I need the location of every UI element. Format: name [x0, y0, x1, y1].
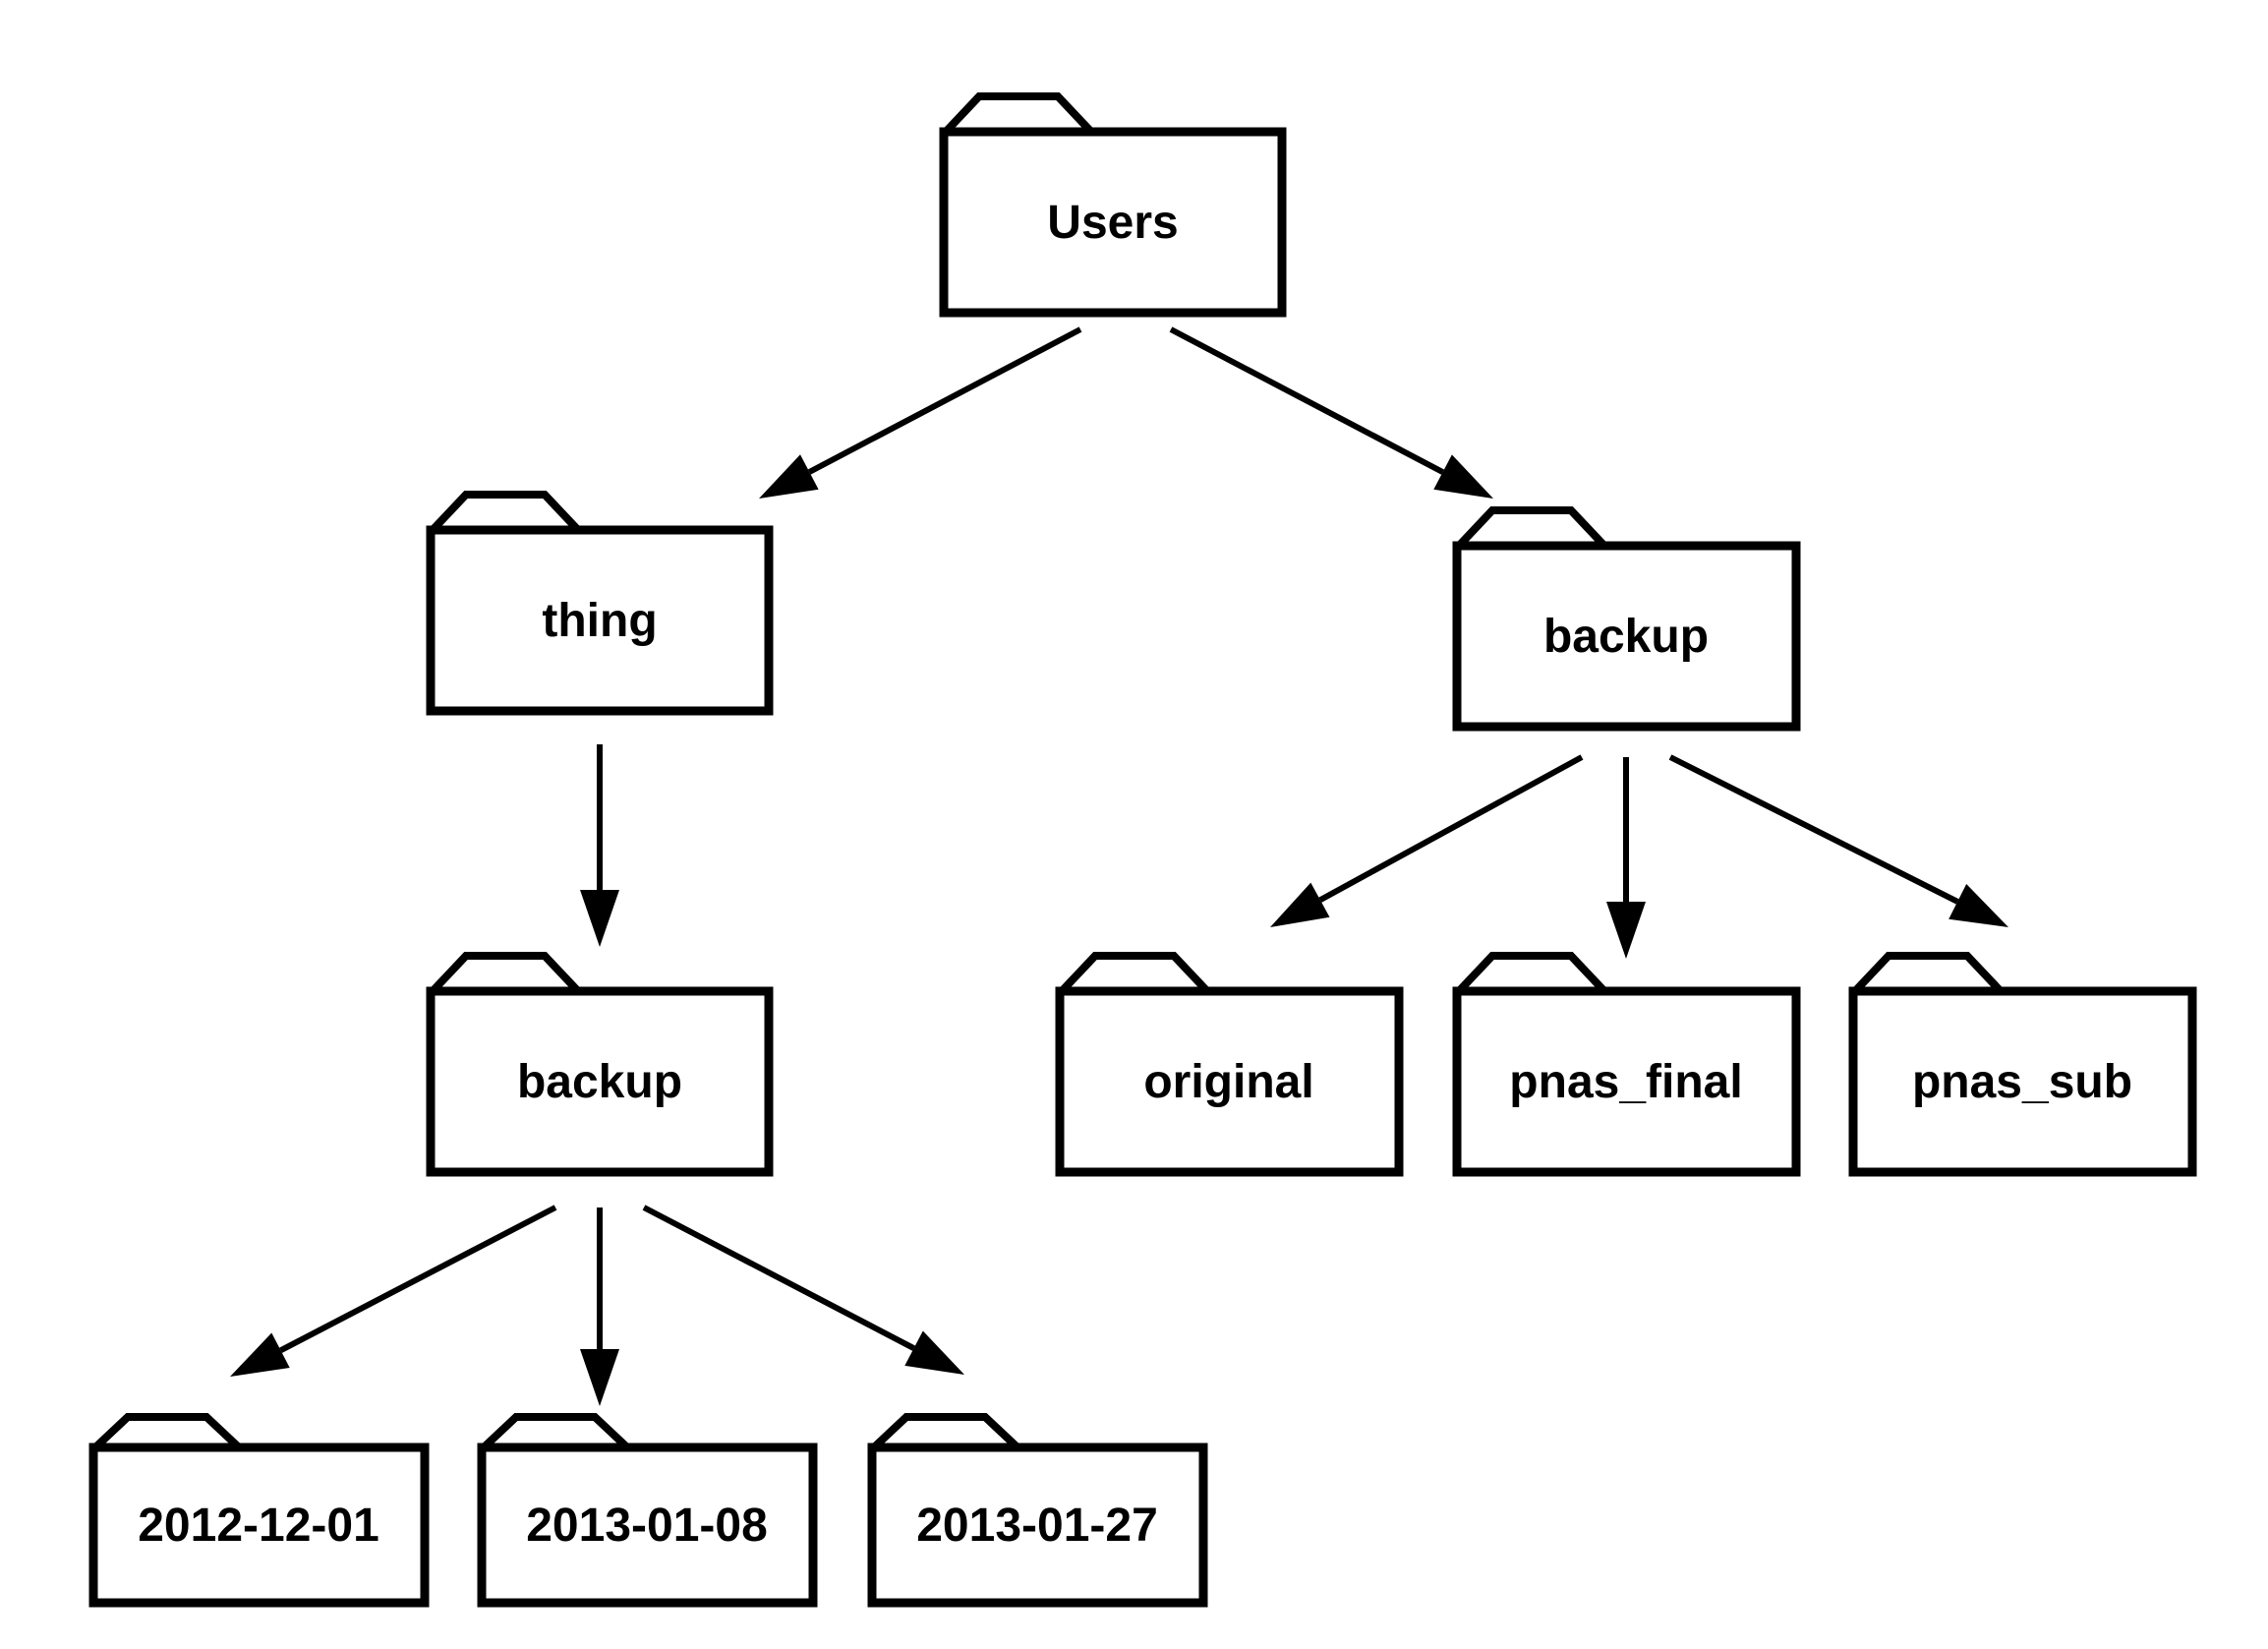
- arrow-head-icon: [580, 890, 619, 947]
- arrow-line: [807, 326, 1082, 475]
- folder-tab-icon: [1456, 952, 1607, 994]
- folder-label: 2013-01-27: [916, 1500, 1158, 1552]
- folder-body: [477, 1443, 818, 1608]
- arrow-head-icon: [759, 454, 819, 499]
- edge-users-to-thing: [759, 326, 1082, 499]
- folder-label: 2013-01-08: [526, 1500, 768, 1552]
- folder-node-pnas-final: pnas_final: [1452, 952, 1801, 1177]
- arrow-head-icon: [230, 1332, 290, 1377]
- folder-node-backup-right: backup: [1452, 506, 1801, 732]
- folder-body: [88, 1443, 430, 1608]
- folder-tab-icon: [430, 952, 581, 994]
- edge-backup-right-to-pnas-final: [1606, 757, 1646, 959]
- folder-tab-icon: [430, 491, 581, 533]
- folder-body: [426, 525, 774, 716]
- edge-backup-right-to-pnas-sub: [1668, 754, 2008, 927]
- folder-tab-icon: [871, 1413, 1020, 1450]
- folder-label: original: [1143, 1056, 1313, 1108]
- folder-tab-icon: [1059, 952, 1210, 994]
- folder-node-original: original: [1055, 952, 1404, 1177]
- folder-label: backup: [517, 1056, 682, 1108]
- folder-tab-icon: [481, 1413, 630, 1450]
- arrow-line: [1318, 754, 1584, 903]
- arrow-head-icon: [1606, 902, 1646, 959]
- edge-thing-to-backup-left: [580, 744, 619, 947]
- arrow-head-icon: [904, 1330, 964, 1375]
- folder-body: [426, 986, 774, 1177]
- edge-backup-left-to-2013-01-27: [642, 1205, 964, 1375]
- arrow-head-icon: [1948, 884, 2008, 927]
- edge-backup-right-to-original: [1270, 754, 1584, 927]
- arrow-line: [642, 1205, 915, 1351]
- folder-node-backup-left: backup: [426, 952, 774, 1177]
- arrow-head-icon: [1270, 882, 1330, 927]
- folder-label: pnas_final: [1509, 1056, 1742, 1108]
- folder-node-2013-01-08: 2013-01-08: [477, 1413, 818, 1608]
- folder-label: 2012-12-01: [138, 1500, 379, 1552]
- edge-backup-left-to-2012-12-01: [230, 1205, 557, 1377]
- folder-tab-icon: [1852, 952, 2004, 994]
- folder-label: thing: [542, 595, 657, 647]
- arrow-head-icon: [580, 1349, 619, 1406]
- folder-tab-icon: [943, 92, 1094, 135]
- folder-node-users: Users: [939, 92, 1287, 318]
- folder-label: Users: [1047, 197, 1178, 249]
- folder-body: [1055, 986, 1404, 1177]
- folder-node-pnas-sub: pnas_sub: [1848, 952, 2197, 1177]
- arrow-line: [279, 1205, 557, 1353]
- folder-label: pnas_sub: [1912, 1056, 2132, 1108]
- arrow-line: [1668, 754, 1959, 905]
- folder-node-2013-01-27: 2013-01-27: [867, 1413, 1208, 1608]
- arrow-head-icon: [1433, 454, 1493, 499]
- arrow-line: [1169, 326, 1444, 475]
- edge-users-to-backup-right: [1169, 326, 1493, 499]
- folder-body: [1452, 986, 1801, 1177]
- edge-backup-left-to-2013-01-08: [580, 1207, 619, 1406]
- folder-node-thing: thing: [426, 491, 774, 716]
- folder-tab-icon: [1456, 506, 1607, 549]
- folder-label: backup: [1543, 611, 1709, 663]
- folder-tab-icon: [92, 1413, 242, 1450]
- folder-body: [867, 1443, 1208, 1608]
- folder-body: [1848, 986, 2197, 1177]
- folder-body: [939, 127, 1287, 318]
- folder-node-2012-12-01: 2012-12-01: [88, 1413, 430, 1608]
- folder-body: [1452, 541, 1801, 732]
